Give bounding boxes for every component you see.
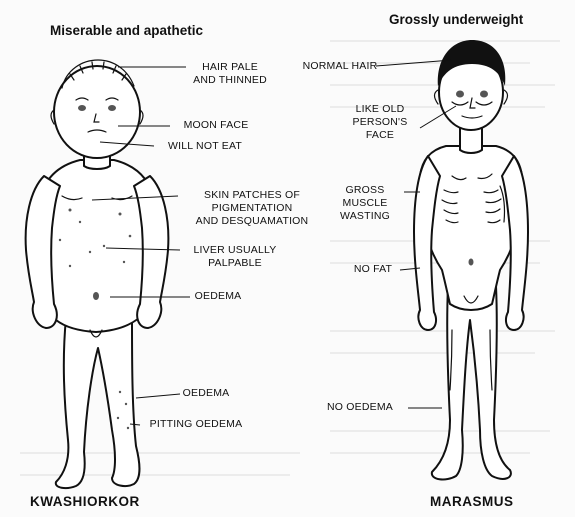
label-no-fat: NO FAT <box>346 263 400 276</box>
marasmus-eye-right <box>480 91 488 98</box>
kwashiorkor-eye-left <box>78 105 86 111</box>
marasmus-navel <box>469 259 474 266</box>
kwashiorkor-heading: Miserable and apathetic <box>50 23 203 38</box>
navel <box>93 292 99 300</box>
marasmus-caption: MARASMUS <box>430 494 514 509</box>
label-old-person-face: LIKE OLDPERSON'SFACE <box>340 103 420 142</box>
kwashiorkor-legs <box>56 318 140 488</box>
kwashiorkor-caption: KWASHIORKOR <box>30 494 140 509</box>
label-gross-muscle-wasting: GROSSMUSCLEWASTING <box>330 184 400 223</box>
marasmus-heading: Grossly underweight <box>389 12 523 27</box>
label-pitting-oedema: PITTING OEDEMA <box>138 418 254 431</box>
label-oedema-leg: OEDEMA <box>178 387 234 400</box>
label-hair-pale: HAIR PALEAND THINNED <box>185 61 275 87</box>
label-no-oedema: NO OEDEMA <box>312 401 408 414</box>
label-will-not-eat: WILL NOT EAT <box>153 140 257 153</box>
kwashiorkor-eye-right <box>108 105 116 111</box>
label-normal-hair: NORMAL HAIR <box>300 60 380 73</box>
marasmus-eye-left <box>456 91 464 98</box>
marasmus-child <box>414 40 528 479</box>
label-moon-face: MOON FACE <box>170 119 262 132</box>
label-skin-patches: SKIN PATCHES OFPIGMENTATIONAND DESQUAMAT… <box>177 189 327 228</box>
label-oedema-abdomen: OEDEMA <box>190 290 246 303</box>
label-liver-palpable: LIVER USUALLYPALPABLE <box>180 244 290 270</box>
marasmus-legs <box>432 286 511 479</box>
